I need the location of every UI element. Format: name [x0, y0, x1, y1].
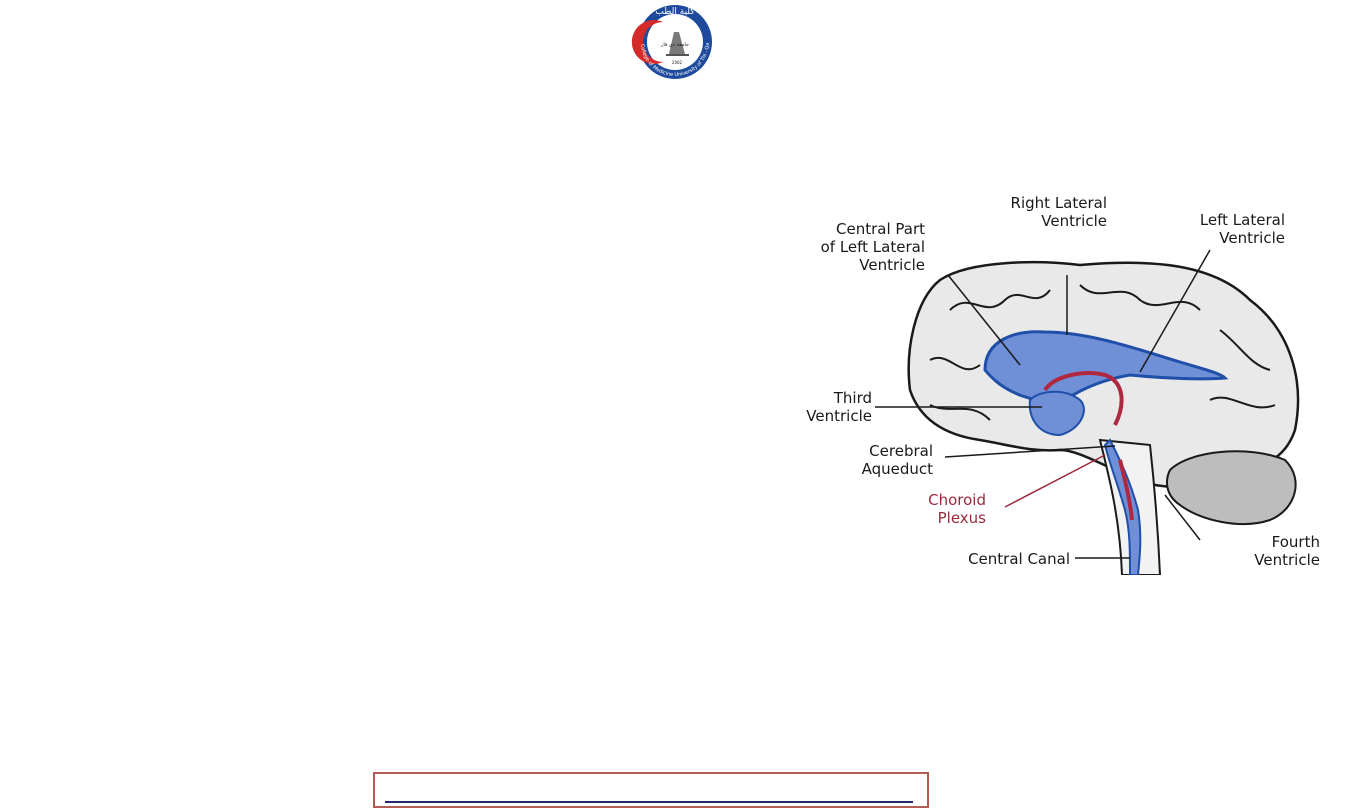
label-left-lateral: Left Lateral — [1200, 211, 1285, 229]
label-central-part-3: Ventricle — [859, 256, 925, 274]
choroid-plexus — [1043, 371, 1124, 426]
footer-box — [373, 772, 929, 808]
aqueduct-fourth — [1103, 438, 1142, 575]
label-central-canal: Central Canal — [968, 550, 1070, 568]
brain-ventricles-diagram: Central Part of Left Lateral Ventricle R… — [806, 194, 1320, 575]
label-choroid-plexus: Choroid — [928, 491, 986, 509]
ziggurat-icon — [669, 32, 685, 54]
label-third-ventricle-2: Ventricle — [806, 407, 872, 425]
label-central-part: Central Part — [836, 220, 925, 238]
label-central-part-2: of Left Lateral — [821, 238, 925, 256]
label-right-lateral-2: Ventricle — [1041, 212, 1107, 230]
third-ventricle — [1028, 390, 1085, 437]
label-left-lateral-2: Ventricle — [1219, 229, 1285, 247]
crescent-icon — [631, 19, 663, 65]
footer-rule — [385, 801, 913, 803]
label-fourth-ventricle: Fourth — [1272, 533, 1320, 551]
choroid-plexus-lower — [1118, 459, 1134, 521]
logo-arabic-inner: جامعة ذي قار — [660, 42, 689, 48]
logo-arabic-title: كلية الطب — [655, 7, 695, 17]
label-cerebral-aqueduct-2: Aqueduct — [862, 460, 934, 478]
ziggurat-base — [666, 54, 689, 56]
college-logo: كلية الطب جامعة ذي قار 2002 College of M… — [619, 2, 712, 79]
label-cerebral-aqueduct: Cerebral — [869, 442, 933, 460]
logo-year: 2002 — [672, 60, 683, 65]
label-choroid-plexus-2: Plexus — [938, 509, 987, 527]
label-third-ventricle: Third — [833, 389, 872, 407]
brain-cerebellum — [1166, 450, 1297, 526]
label-fourth-ventricle-2: Ventricle — [1254, 551, 1320, 569]
label-right-lateral: Right Lateral — [1011, 194, 1107, 212]
leader-lines — [875, 249, 1211, 559]
